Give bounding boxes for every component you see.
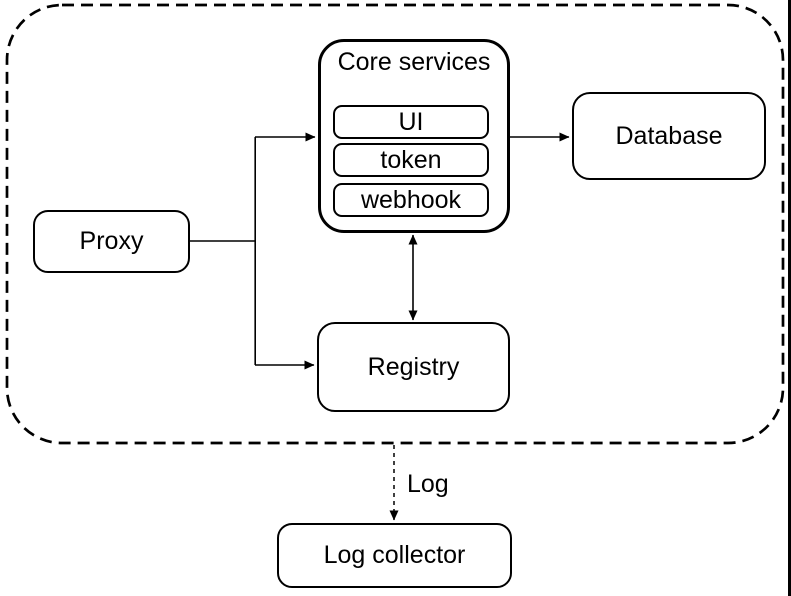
node-registry-label: Registry	[367, 352, 460, 381]
node-ui-label: UI	[398, 107, 424, 136]
node-registry: Registry	[317, 322, 510, 412]
node-token-label: token	[380, 145, 442, 174]
edge-label-log: Log	[407, 470, 449, 498]
node-token: token	[333, 143, 489, 177]
system-boundary	[5, 3, 785, 445]
node-log-collector-label: Log collector	[323, 541, 466, 569]
node-webhook: webhook	[333, 183, 489, 217]
node-core-services-label: Core services	[337, 48, 491, 76]
node-proxy: Proxy	[33, 210, 190, 273]
node-webhook-label: webhook	[360, 185, 462, 214]
node-log-collector: Log collector	[277, 523, 512, 588]
node-proxy-label: Proxy	[79, 227, 144, 255]
node-database-label: Database	[615, 121, 723, 150]
node-database: Database	[572, 92, 766, 180]
node-core-services: Core services UI token webhook	[318, 39, 510, 233]
node-ui: UI	[333, 105, 489, 139]
window-right-edge	[788, 0, 791, 596]
